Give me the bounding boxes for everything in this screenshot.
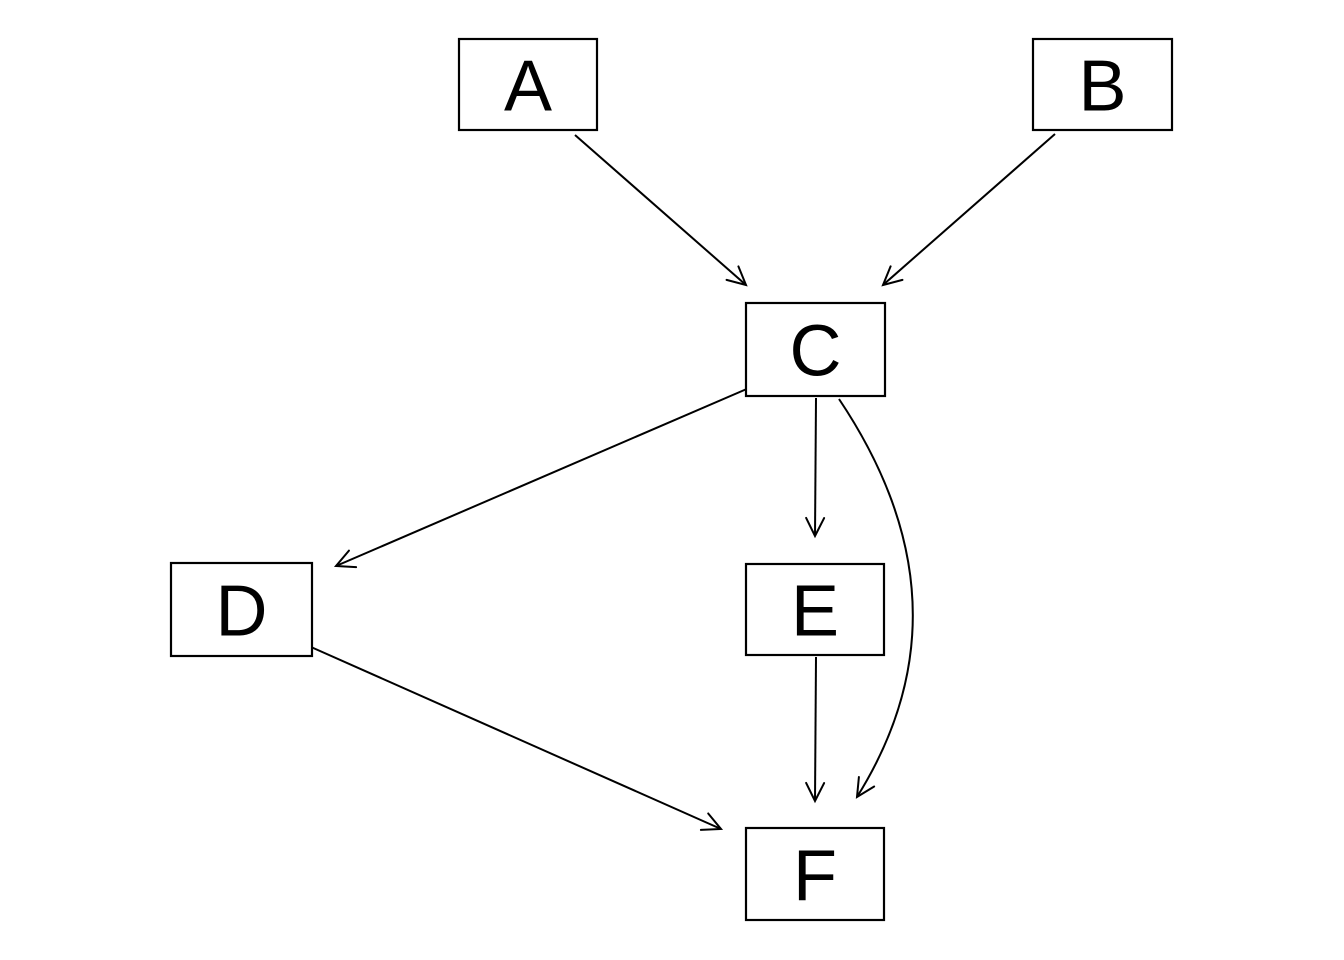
node-F: F xyxy=(744,826,886,922)
node-E: E xyxy=(744,562,886,657)
node-label-F: F xyxy=(793,836,837,916)
edges-layer xyxy=(310,133,1056,831)
nodes-layer: A B C D E F xyxy=(169,37,1174,922)
node-box-E xyxy=(744,562,886,657)
node-D: D xyxy=(169,561,314,658)
node-box-F xyxy=(744,826,886,922)
node-label-E: E xyxy=(791,571,839,651)
node-box-B xyxy=(1031,37,1174,132)
edge-C-E xyxy=(805,397,826,539)
edge-D-F xyxy=(310,646,724,831)
node-box-D xyxy=(169,561,314,658)
node-label-A: A xyxy=(504,46,552,126)
edge-A-C xyxy=(574,134,748,287)
node-label-C: C xyxy=(790,311,842,391)
edge-E-F xyxy=(805,656,826,804)
node-B: B xyxy=(1031,37,1174,132)
node-C: C xyxy=(744,301,887,398)
edge-B-C xyxy=(881,133,1056,287)
node-A: A xyxy=(457,37,599,132)
edge-C-D xyxy=(333,387,750,569)
node-label-B: B xyxy=(1078,46,1126,126)
node-box-C xyxy=(744,301,887,398)
node-box-A xyxy=(457,37,599,132)
node-label-D: D xyxy=(216,571,268,651)
edge-C-F xyxy=(838,398,914,799)
